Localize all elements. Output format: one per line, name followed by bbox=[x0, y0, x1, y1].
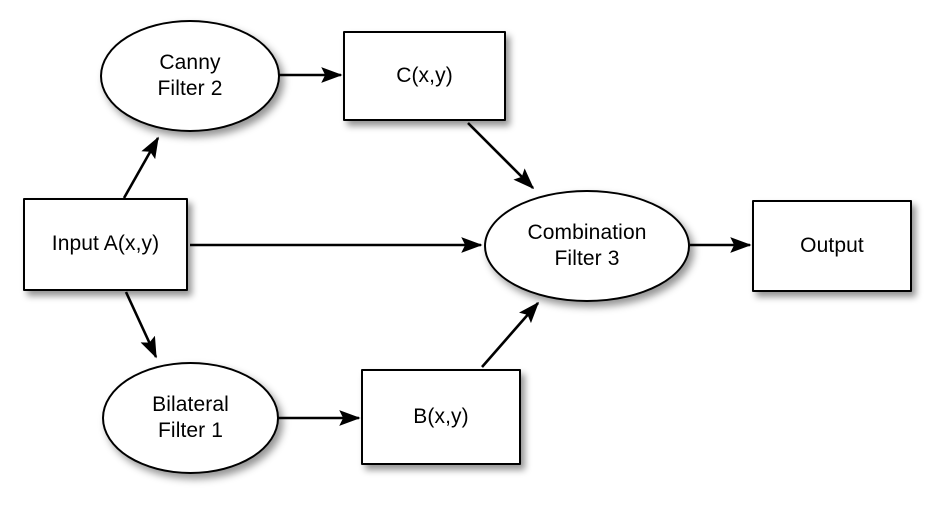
edge-input-to-canny bbox=[122, 136, 160, 199]
node-input-label: Input A(x,y) bbox=[51, 232, 160, 256]
edge-cxy-to-combination bbox=[467, 122, 535, 190]
edge-bxy-to-combination bbox=[481, 301, 540, 368]
node-combination-filter[interactable]: Combination Filter 3 bbox=[484, 190, 690, 302]
node-c-output[interactable]: C(x,y) bbox=[343, 31, 506, 121]
node-combination-filter-label: Combination Filter 3 bbox=[527, 220, 647, 270]
node-b-output-label: B(x,y) bbox=[413, 404, 469, 428]
node-bilateral-filter[interactable]: Bilateral Filter 1 bbox=[102, 362, 279, 474]
node-output[interactable]: Output bbox=[752, 200, 912, 292]
node-b-output[interactable]: B(x,y) bbox=[361, 369, 521, 465]
node-canny-filter-label: Canny Filter 2 bbox=[157, 50, 223, 100]
node-output-label: Output bbox=[800, 233, 864, 257]
node-canny-filter[interactable]: Canny Filter 2 bbox=[100, 20, 280, 132]
node-c-output-label: C(x,y) bbox=[396, 63, 453, 87]
edge-input-to-bilateral bbox=[124, 291, 158, 359]
node-bilateral-filter-label: Bilateral Filter 1 bbox=[152, 392, 229, 442]
node-input[interactable]: Input A(x,y) bbox=[23, 198, 188, 291]
